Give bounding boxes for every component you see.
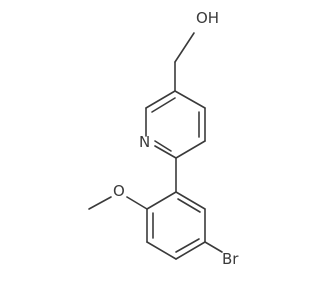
methoxy-oxygen-label: O [113,182,125,200]
bond-c6-c5-inner [151,97,176,113]
bond-c5-c4 [174,90,206,109]
bond-b1-b2 [175,191,206,210]
bond-c2-n [154,145,177,159]
bond-ring-o [126,196,148,210]
hydroxyl-label: OH [196,9,219,27]
bond-ring-br [204,241,223,253]
bromine-label: Br [222,250,239,268]
structure-canvas: OH N O Br [88,9,240,268]
bond-b3-b4-inner [175,238,200,253]
bond-ch2-oh [174,32,195,63]
ring-nitrogen-label: N [139,133,150,151]
bond-b1-b2-inner [177,198,201,213]
bond-b6-b1 [146,191,177,210]
bond-c6-c5 [145,90,176,109]
bond-o-ch3 [88,196,112,210]
bond-c2-n-inner [154,140,172,152]
bond-c3-c2 [175,140,206,159]
bond-b4-b5 [146,241,177,260]
bond-b3-b4 [175,241,206,260]
molecule-structure: OH N O Br [88,9,239,268]
